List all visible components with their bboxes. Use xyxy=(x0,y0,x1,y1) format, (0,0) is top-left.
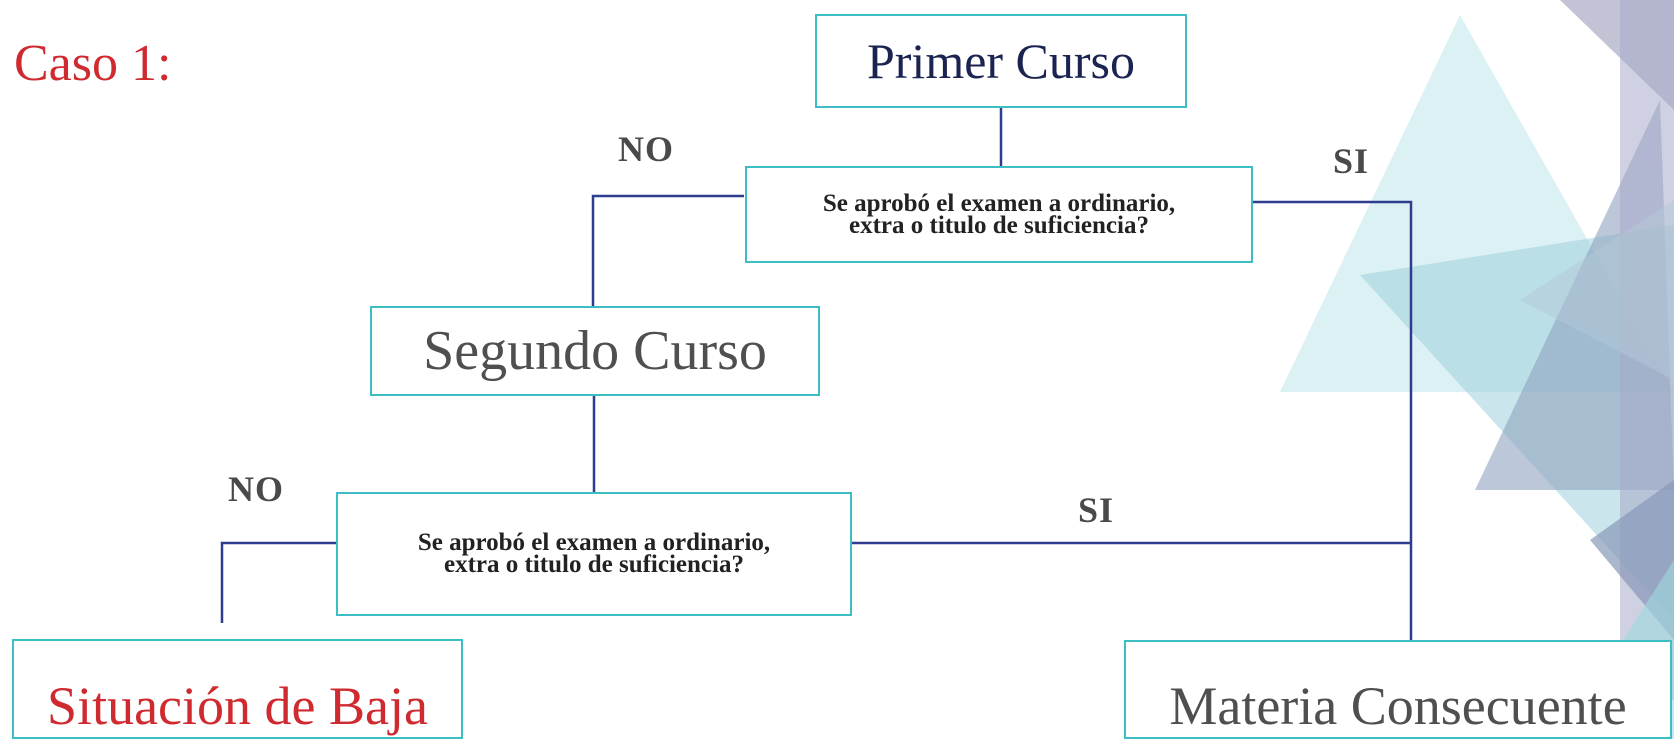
node-situacion-baja: Situación de Baja xyxy=(12,639,463,739)
node-segundo-curso: Segundo Curso xyxy=(370,306,820,396)
node-primer-curso-label: Primer Curso xyxy=(866,33,1136,89)
connector-q1-no xyxy=(591,194,744,306)
node-question-2-label: Se aprobó el examen a ordinario, extra o… xyxy=(417,529,771,578)
node-question-1-label: Se aprobó el examen a ordinario, extra o… xyxy=(822,189,1176,239)
connector-q1-si xyxy=(1253,200,1413,640)
case-title: Caso 1: xyxy=(14,35,172,92)
node-materia-consecuente: Materia Consecuente xyxy=(1124,640,1672,739)
bg-triangle xyxy=(1520,200,1674,380)
node-primer-curso: Primer Curso xyxy=(815,14,1187,108)
node-materia-consecuente-label: Materia Consecuente xyxy=(1169,676,1627,736)
node-question-1: Se aprobó el examen a ordinario, extra o… xyxy=(745,166,1253,263)
edge-label-si-2: SI xyxy=(1078,490,1115,530)
edge-label-si-1: SI xyxy=(1333,141,1370,181)
connector-q2-no xyxy=(220,541,336,623)
edge-label-no-2: NO xyxy=(228,469,284,509)
node-question-2: Se aprobó el examen a ordinario, extra o… xyxy=(336,492,852,616)
node-segundo-curso-label: Segundo Curso xyxy=(423,320,767,382)
node-situacion-baja-label: Situación de Baja xyxy=(47,676,428,736)
edge-label-no-1: NO xyxy=(618,129,674,169)
